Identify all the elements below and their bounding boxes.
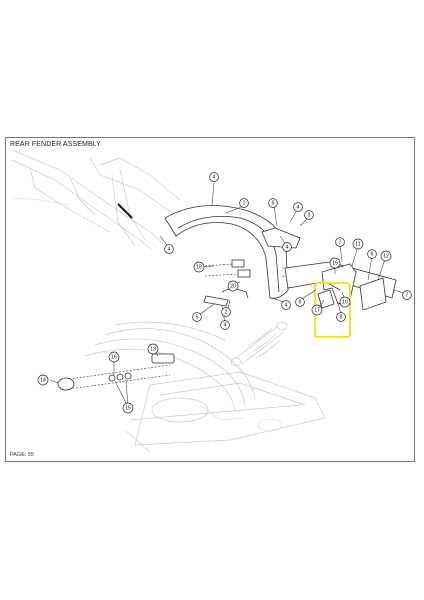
part-callout: 15 (122, 402, 134, 414)
axle-hardware (57, 353, 175, 391)
part-callout-number: 10 (342, 299, 348, 305)
part-callout: 20 (227, 280, 239, 292)
part-callout-number: 2 (225, 309, 228, 315)
ghost-frame (11, 149, 181, 251)
part-callout-number: 5 (196, 314, 199, 320)
part-callout: 10 (339, 296, 351, 308)
part-callout-number: 9 (299, 299, 302, 305)
part-callout-number: 12 (383, 253, 389, 259)
part-callout: 6 (367, 249, 377, 259)
part-callout: 1 (239, 198, 249, 208)
part-callout: 18 (193, 261, 205, 273)
part-callout-number: 16 (111, 354, 117, 360)
part-callout: 3 (304, 210, 314, 220)
part-callout-number: 4 (297, 204, 300, 210)
part-callout: 7 (402, 290, 412, 300)
part-callout-number: 8 (340, 314, 343, 320)
ghost-wheel-swingarm (84, 321, 326, 453)
part-callout-number: 13 (150, 346, 156, 352)
part-callout-number: 3 (308, 212, 311, 218)
part-callout: 4 (281, 300, 291, 310)
part-callout: 16 (108, 351, 120, 363)
part-callout: 17 (311, 304, 323, 316)
part-callout: 4 (209, 172, 219, 182)
part-callout-number: 14 (40, 377, 46, 383)
part-callout-number: 18 (196, 264, 202, 270)
part-callout: 4 (164, 244, 174, 254)
rear-fender (164, 205, 397, 299)
part-callout-number: 4 (285, 302, 288, 308)
part-callout-number: 7 (339, 239, 342, 245)
license-bracket-shape (359, 277, 387, 311)
part-callout-number: 4 (213, 174, 216, 180)
part-callout: 5 (268, 198, 278, 208)
part-callout: 4 (220, 320, 230, 330)
part-callout: 13 (147, 343, 159, 355)
part-callout: 4 (293, 202, 303, 212)
part-callout-number: 17 (314, 307, 320, 313)
diagram-title: REAR FENDER ASSEMBLY (10, 141, 101, 148)
part-callout-number: 19 (332, 260, 338, 266)
part-callout-number: 1 (243, 200, 246, 206)
part-callout-number: 20 (230, 283, 236, 289)
part-callout: 12 (380, 250, 392, 262)
part-callout-number: 4 (286, 244, 289, 250)
part-callout-number: 11 (355, 241, 360, 247)
part-callout-number: 4 (224, 322, 227, 328)
part-callout: 9 (295, 297, 305, 307)
part-callout: 2 (221, 307, 231, 317)
part-callout: 4 (282, 242, 292, 252)
part-callout: 8 (336, 312, 346, 322)
part-callout: 7 (335, 237, 345, 247)
rear-shock-absorber (230, 321, 288, 367)
part-callout: 14 (37, 374, 49, 386)
part-callout: 5 (192, 312, 202, 322)
part-callout: 11 (352, 238, 364, 250)
page-number-label: PAGE: 55 (10, 452, 35, 458)
part-callout: 19 (329, 257, 341, 269)
part-callout-number: 4 (168, 246, 171, 252)
part-callout-number: 7 (406, 292, 409, 298)
bolt-cluster (203, 259, 251, 307)
part-callout-number: 15 (125, 405, 131, 411)
part-callout-number: 6 (371, 251, 374, 257)
part-callout-number: 5 (272, 200, 275, 206)
